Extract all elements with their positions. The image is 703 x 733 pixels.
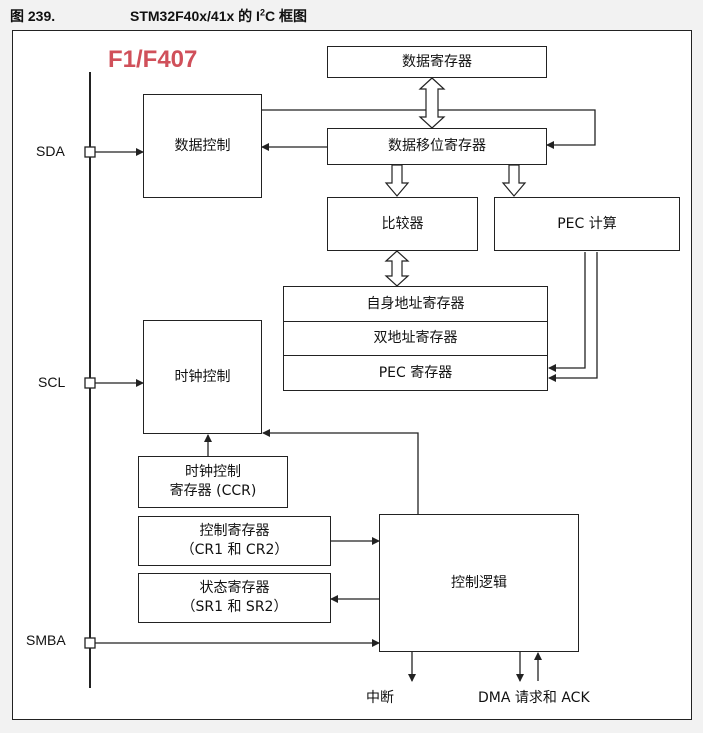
- dual-address-register-label: 双地址寄存器: [373, 330, 458, 346]
- data-reg-shift-hollow-arrow: [418, 77, 446, 129]
- figure-title-post: C 框图: [264, 8, 307, 24]
- data-shift-register-block: 数据移位寄存器: [327, 128, 547, 165]
- data-control-block: 数据控制: [143, 94, 262, 198]
- figure-title-pre: STM32F40x/41x 的 I: [130, 8, 260, 24]
- figure-caption: 图 239. STM32F40x/41x 的 I2C 框图: [10, 6, 307, 26]
- pec-calc-to-reg-wire-2: [548, 252, 598, 382]
- interrupt-output-label: 中断: [366, 690, 394, 706]
- clock-control-block: 时钟控制: [143, 320, 262, 434]
- pec-register-label: PEC 寄存器: [378, 364, 453, 381]
- scl-pin-label: SCL: [38, 374, 66, 390]
- pec-register-block: PEC 寄存器: [283, 355, 548, 391]
- ccr-label-line1: 时钟控制: [185, 464, 241, 480]
- pec-calc-block: PEC 计算: [494, 197, 680, 251]
- scl-pin-square: [84, 377, 96, 389]
- shift-to-comparator-hollow-arrow: [384, 164, 410, 197]
- logic-to-clock-wire: [262, 429, 419, 514]
- ccr-register-block: 时钟控制 寄存器 (CCR): [138, 456, 288, 508]
- data-shift-register-label: 数据移位寄存器: [388, 138, 486, 154]
- status-registers-line1: 状态寄存器: [199, 580, 270, 596]
- pec-calc-label: PEC 计算: [557, 215, 617, 232]
- smba-pin-square: [84, 637, 96, 649]
- control-logic-block: 控制逻辑: [379, 514, 579, 652]
- ccr-label-line2: 寄存器 (CCR): [169, 483, 257, 499]
- status-registers-line2: （SR1 和 SR2）: [181, 599, 288, 615]
- control-registers-line1: 控制寄存器: [199, 523, 270, 539]
- comparator-address-hollow-arrow: [384, 250, 410, 287]
- dual-address-register-block: 双地址寄存器: [283, 321, 548, 356]
- shift-to-pec-hollow-arrow: [501, 164, 527, 197]
- status-registers-block: 状态寄存器 （SR1 和 SR2）: [138, 573, 331, 623]
- comparator-label: 比较器: [381, 215, 424, 232]
- sda-pin-square: [84, 146, 96, 158]
- comparator-block: 比较器: [327, 197, 478, 251]
- figure-number: 图 239.: [10, 8, 56, 24]
- sda-pin-label: SDA: [36, 143, 65, 159]
- control-registers-line2: （CR1 和 CR2）: [180, 542, 289, 558]
- control-logic-label: 控制逻辑: [451, 574, 507, 591]
- smba-pin-label: SMBA: [26, 632, 66, 648]
- clock-control-label: 时钟控制: [174, 368, 231, 385]
- pec-calc-to-reg-wire: [548, 252, 586, 372]
- control-registers-block: 控制寄存器 （CR1 和 CR2）: [138, 516, 331, 566]
- figure-title-sup: 2: [259, 7, 265, 18]
- data-register-label: 数据寄存器: [402, 53, 472, 70]
- data-control-label: 数据控制: [174, 137, 231, 154]
- dma-ack-output-label: DMA 请求和 ACK: [478, 690, 590, 706]
- data-register-block: 数据寄存器: [327, 46, 547, 78]
- own-address-register-block: 自身地址寄存器: [283, 286, 548, 322]
- own-address-register-label: 自身地址寄存器: [366, 295, 465, 312]
- variant-label: F1/F407: [108, 46, 198, 73]
